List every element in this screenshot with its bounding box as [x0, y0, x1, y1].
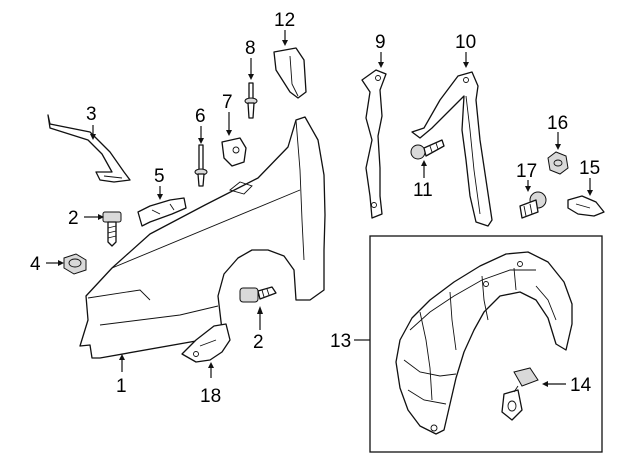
callout-1: 1	[116, 376, 127, 397]
mount-bracket-part	[137, 197, 187, 227]
callout-6: 6	[195, 106, 206, 127]
callout-4: 4	[30, 254, 41, 275]
callout-16: 16	[547, 113, 568, 134]
callout-8: 8	[245, 38, 256, 59]
callout-2b: 2	[253, 332, 264, 353]
block-part	[273, 47, 307, 99]
callout-3: 3	[86, 104, 97, 125]
screw-part-11	[410, 139, 445, 160]
callout-15: 15	[579, 158, 600, 179]
callout-2a: 2	[68, 208, 79, 229]
callout-18: 18	[200, 386, 221, 407]
callout-labels: 1 2 2 3 4 5 6 7 8 9 10 11 12 13 14 15 16…	[30, 10, 600, 407]
wheel-liner-part	[395, 251, 573, 435]
clip-bracket-part	[221, 137, 247, 167]
pin-part	[194, 144, 208, 187]
push-pin-part	[519, 191, 547, 219]
callout-13: 13	[330, 331, 351, 352]
callout-14: 14	[570, 375, 592, 396]
callout-12: 12	[274, 10, 295, 31]
inset-box	[369, 235, 603, 453]
callout-10: 10	[455, 32, 476, 53]
long-strip-part	[411, 71, 493, 227]
lower-bracket-part	[181, 323, 231, 363]
leader-lines	[46, 30, 593, 387]
stud-part	[244, 82, 258, 119]
nut-part-16	[547, 151, 569, 175]
bolt-part-lower	[239, 286, 277, 303]
callout-7: 7	[222, 92, 233, 113]
fender-part	[79, 116, 326, 359]
nut-part	[63, 253, 87, 275]
callout-11: 11	[413, 180, 433, 201]
callout-17: 17	[516, 161, 537, 182]
callout-9: 9	[375, 32, 386, 53]
callout-5: 5	[154, 166, 165, 187]
vertical-bracket-part	[361, 69, 387, 219]
clip-part-15	[567, 195, 605, 217]
bolt-part-upper	[102, 211, 122, 247]
clip-part-14	[501, 367, 539, 421]
bracket-strip-part	[47, 114, 131, 183]
